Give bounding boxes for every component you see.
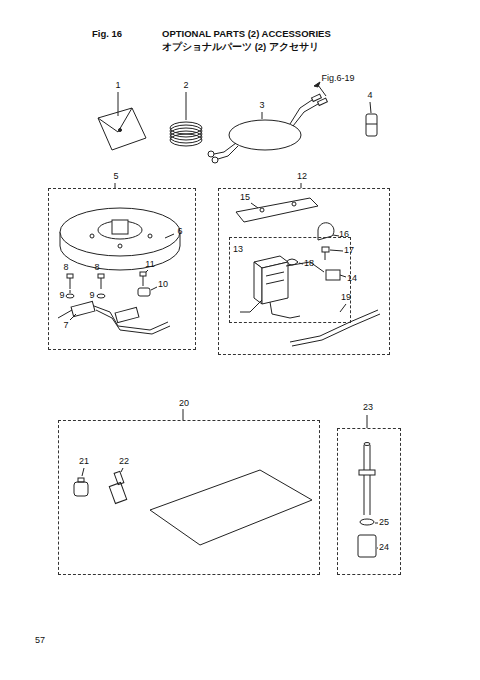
callout-number: 9: [89, 291, 94, 301]
callout-number: 3: [259, 101, 264, 111]
callout-number: 19: [341, 293, 351, 303]
figure-title: Fig. 16: [92, 29, 122, 39]
callout-number: Fig.6-19: [321, 74, 354, 84]
callout-number: 5: [112, 172, 119, 182]
callout-number: 13: [232, 245, 244, 255]
callout-number: 18: [304, 259, 314, 269]
callout-number: 14: [347, 274, 357, 284]
callout-number: 57: [35, 636, 45, 646]
callout-number: 2: [183, 81, 188, 91]
callout-number: 12: [296, 172, 308, 182]
callout-number: 15: [240, 193, 250, 203]
callout-number: 16: [339, 230, 349, 240]
callout-number: 1: [115, 81, 120, 91]
callout-number: 8: [63, 263, 68, 273]
callout-number: 23: [362, 403, 374, 413]
callout-number: 24: [379, 543, 389, 553]
callout-number: 6: [177, 227, 182, 237]
callout-number: 11: [145, 260, 154, 270]
callout-number: 7: [63, 321, 68, 331]
group-box: 5: [48, 188, 196, 350]
group-box: 13: [229, 237, 351, 323]
callout-number: 20: [178, 399, 190, 409]
callout-number: 9: [59, 291, 64, 301]
figure-title: オプショナルパーツ (2) アクセサリ: [162, 42, 319, 52]
callout-number: 17: [344, 246, 354, 256]
callout-number: 22: [119, 457, 129, 467]
callout-number: 25: [379, 518, 389, 528]
callout-number: 21: [79, 457, 89, 467]
callout-number: 10: [158, 280, 168, 290]
figure-title: OPTIONAL PARTS (2) ACCESSORIES: [162, 29, 331, 39]
callout-number: 4: [367, 91, 372, 101]
group-box: 1213: [218, 188, 390, 355]
group-box: 23: [337, 428, 401, 575]
group-box: 20: [58, 420, 320, 575]
callout-number: 8: [94, 263, 99, 273]
